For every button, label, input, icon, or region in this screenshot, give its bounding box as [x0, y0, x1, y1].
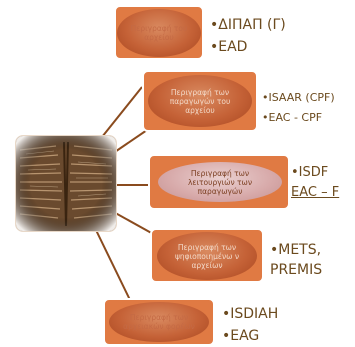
- node-3-standard-1: •ISDF: [291, 165, 329, 180]
- node-1-standards: •ΔΙΠΑΠ (Γ) •EAD: [210, 14, 286, 58]
- node-2-standard-2: •EAC - CPF: [262, 111, 323, 124]
- node-1-label: Περιγραφή του αρχείου: [130, 24, 188, 42]
- node-2-label: Περιγραφή των παραγωγών του αρχείου: [169, 87, 231, 115]
- node-4-label: Περιγραφή των ψηφιοποιημένω ν αρχείων: [174, 242, 240, 270]
- node-3-box: Περιγραφή των λειτουργιών των παραγωγών: [148, 154, 290, 210]
- node-5-ellipse: Περιγραφή των αρχειακών φορέων: [109, 302, 209, 342]
- node-3-label: Περιγραφή των λειτουργιών των παραγωγών: [187, 168, 253, 196]
- node-4-standard-2: PREMIS: [270, 262, 323, 278]
- node-1-ellipse: Περιγραφή του αρχείου: [117, 9, 201, 57]
- node-4-box: Περιγραφή των ψηφιοποιημένω ν αρχείων: [150, 228, 264, 283]
- node-5-standards: •ISDIAH •EAG: [222, 303, 278, 347]
- node-2-ellipse: Περιγραφή των παραγωγών του αρχείου: [148, 75, 252, 127]
- node-5-standard-2: •EAG: [222, 328, 260, 344]
- node-4-ellipse: Περιγραφή των ψηφιοποιημένω ν αρχείων: [157, 232, 257, 280]
- archive-shelves-image: [15, 135, 117, 232]
- node-4-standard-1: •METS,: [270, 242, 322, 258]
- node-3-ellipse: Περιγραφή των λειτουργιών των παραγωγών: [158, 162, 282, 202]
- node-2-standard-1: •ISAAR (CPF): [262, 91, 335, 104]
- node-1-box: Περιγραφή του αρχείου: [114, 5, 204, 60]
- connector-5: [94, 227, 131, 301]
- archive-shelves-icon: [16, 136, 116, 231]
- connector-4: [109, 209, 156, 236]
- node-2-standards: •ISAAR (CPF) •EAC - CPF: [262, 88, 335, 128]
- connector-1: [97, 86, 143, 143]
- node-5-label: Περιγραφή των αρχειακών φορέων: [123, 313, 195, 331]
- node-5-standard-1: •ISDIAH: [222, 306, 279, 322]
- node-2-box: Περιγραφή των παραγωγών του αρχείου: [142, 70, 258, 132]
- node-1-standard-1: •ΔΙΠΑΠ (Γ): [210, 17, 286, 33]
- node-3-standard-2[interactable]: EAC – F: [291, 185, 340, 200]
- node-3-standards: •ISDF EAC – F: [291, 163, 339, 203]
- node-4-standards: •METS, PREMIS: [270, 240, 322, 280]
- node-1-standard-2: •EAD: [210, 39, 248, 55]
- node-5-box: Περιγραφή των αρχειακών φορέων: [103, 298, 215, 346]
